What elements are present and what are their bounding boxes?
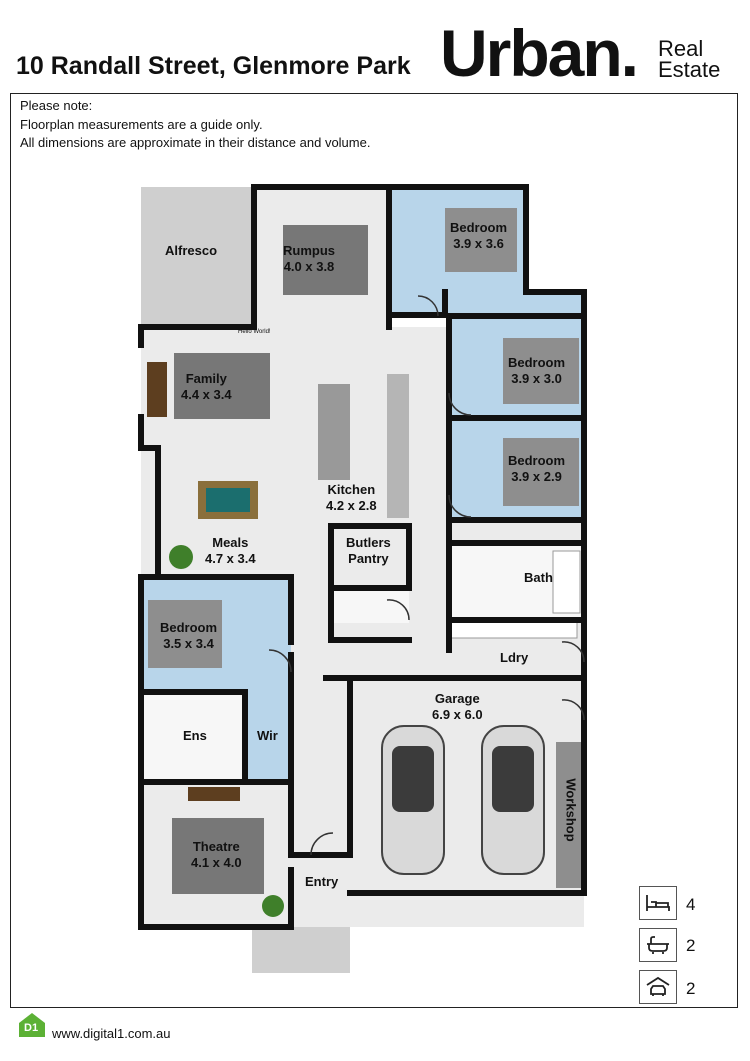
brand-name: Urban.	[440, 16, 639, 90]
bedroom4-bed	[148, 600, 222, 668]
doors	[268, 295, 585, 856]
room-bedroom-4-dims: 3.5 x 3.4	[163, 636, 214, 651]
room-alfresco: Alfresco	[165, 243, 218, 258]
room-theatre: Theatre 4.1 x 4.0	[191, 839, 242, 871]
d1-logo-icon: D1	[18, 1012, 46, 1038]
room-theatre-dims: 4.1 x 4.0	[191, 855, 242, 870]
room-rumpus: Rumpus 4.0 x 3.8	[283, 243, 335, 275]
room-bedroom-2: Bedroom 3.9 x 3.0	[508, 355, 565, 387]
room-kitchen-name: Kitchen	[327, 482, 376, 497]
room-rumpus-name: Rumpus	[283, 243, 335, 258]
fireplace	[147, 362, 167, 417]
brand-logo: Urban. Real Estate	[440, 20, 740, 86]
room-ldry: Ldry	[500, 650, 529, 665]
robe-floor	[449, 295, 584, 315]
room-rumpus-dims: 4.0 x 3.8	[283, 259, 335, 274]
room-bedroom-2-dims: 3.9 x 3.0	[511, 371, 562, 386]
kitchen-bench	[387, 374, 409, 518]
car-left	[381, 725, 445, 875]
note-heading: Please note:	[20, 98, 93, 113]
theatre-rug	[172, 818, 264, 894]
room-bedroom-3-dims: 3.9 x 2.9	[511, 469, 562, 484]
family-rug	[174, 353, 270, 419]
alfresco-area	[141, 187, 254, 327]
d1-logo-text: D1	[24, 1022, 39, 1034]
room-butlers-name: Butlers	[346, 535, 391, 550]
room-bedroom-1: Bedroom 3.9 x 3.6	[450, 220, 507, 252]
rumpus-rug	[283, 225, 368, 295]
room-bedroom-3-name: Bedroom	[508, 453, 566, 468]
laundry-bench	[448, 621, 578, 639]
tv-unit	[188, 787, 240, 801]
kitchen-island	[318, 384, 350, 480]
pantry-floor	[331, 588, 409, 623]
room-family: Family 4.4 x 3.4	[181, 371, 232, 403]
bedroom1-bed	[445, 208, 517, 272]
bathtub-icon	[639, 928, 677, 962]
bedroom-count: 4	[686, 895, 696, 914]
hello-world-label: Hello World!	[238, 329, 271, 335]
room-butlers-pantry: Butlers Pantry	[346, 535, 391, 567]
room-garage-name: Garage	[434, 691, 480, 706]
note-line-2: All dimensions are approximate in their …	[20, 135, 371, 150]
note-line-1: Floorplan measurements are a guide only.	[20, 117, 263, 132]
brand-sub-estate: Estate	[658, 57, 721, 82]
room-bedroom-2-name: Bedroom	[508, 355, 566, 370]
room-bedroom-3: Bedroom 3.9 x 2.9	[508, 453, 565, 485]
room-meals-name: Meals	[212, 535, 249, 550]
room-family-dims: 4.4 x 3.4	[181, 387, 232, 402]
room-meals-dims: 4.7 x 3.4	[205, 551, 256, 566]
plant-theatre	[262, 895, 284, 917]
garage-car-icon	[639, 970, 677, 1004]
room-bedroom-1-name: Bedroom	[450, 220, 508, 235]
room-wir: Wir	[257, 728, 278, 743]
property-address: 10 Randall Street, Glenmore Park	[16, 52, 411, 80]
room-kitchen: Kitchen 4.2 x 2.8	[326, 482, 377, 514]
bed-icon	[639, 886, 677, 920]
wir-floor	[245, 692, 291, 782]
bathtub	[552, 550, 581, 614]
room-kitchen-dims: 4.2 x 2.8	[326, 498, 377, 513]
room-workshop: Workshop	[563, 778, 579, 842]
room-bedroom-4: Bedroom 3.5 x 3.4	[160, 620, 217, 652]
room-butlers-name2: Pantry	[348, 551, 389, 566]
ens-floor	[141, 692, 245, 782]
room-ens: Ens	[183, 728, 207, 743]
workshop-bench	[556, 742, 584, 888]
walls	[138, 184, 587, 930]
car-count: 2	[686, 979, 696, 998]
room-theatre-name: Theatre	[192, 839, 240, 854]
room-entry: Entry	[305, 874, 339, 889]
bathroom-count: 2	[686, 936, 696, 955]
plant-meals	[169, 545, 193, 569]
dining-table-top	[206, 488, 250, 512]
room-garage-dims: 6.9 x 6.0	[432, 707, 483, 722]
bedroom2-bed	[503, 338, 579, 404]
footer-url[interactable]: www.digital1.com.au	[52, 1026, 171, 1041]
bedroom3-bed	[503, 438, 579, 506]
car-right	[481, 725, 545, 875]
room-bath: Bath	[524, 570, 553, 585]
room-meals: Meals 4.7 x 3.4	[205, 535, 256, 567]
room-family-name: Family	[185, 371, 227, 386]
room-bedroom-4-name: Bedroom	[160, 620, 218, 635]
floorplan-frame	[10, 93, 738, 1008]
room-garage: Garage 6.9 x 6.0	[432, 691, 483, 723]
room-bedroom-1-dims: 3.9 x 3.6	[453, 236, 504, 251]
brand-sub-real: Real	[658, 36, 704, 61]
